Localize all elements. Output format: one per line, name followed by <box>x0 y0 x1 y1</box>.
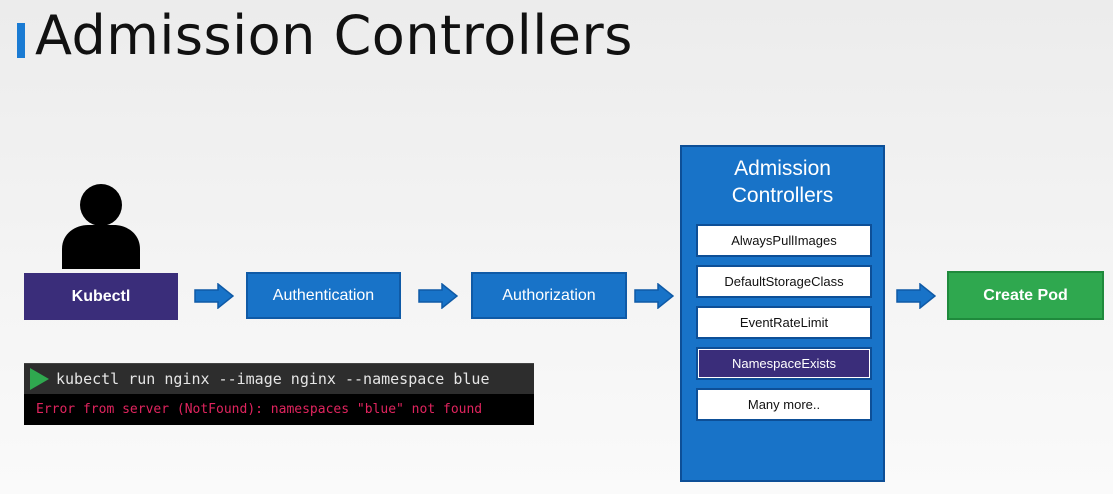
play-icon <box>30 368 49 390</box>
admission-item-always-pull-images: AlwaysPullImages <box>696 224 872 257</box>
authorization-box: Authorization <box>471 272 627 319</box>
arrow-right-icon <box>194 283 234 309</box>
admission-item-many-more: Many more.. <box>696 388 872 421</box>
terminal-error: Error from server (NotFound): namespaces… <box>36 402 483 417</box>
arrow-right-icon <box>896 283 936 309</box>
kubectl-box: Kubectl <box>24 273 178 320</box>
arrow-right-icon <box>634 283 674 309</box>
page-title: Admission Controllers <box>35 4 633 67</box>
admission-item-namespace-exists: NamespaceExists <box>696 347 872 380</box>
arrow-right-icon <box>418 283 458 309</box>
terminal-command-line: kubectl run nginx --image nginx --namesp… <box>24 363 534 395</box>
title-accent-bar <box>17 23 25 58</box>
terminal-output-line: Error from server (NotFound): namespaces… <box>24 394 534 425</box>
terminal-command: kubectl run nginx --image nginx --namesp… <box>56 370 490 388</box>
admission-item-event-rate-limit: EventRateLimit <box>696 306 872 339</box>
admission-controllers-panel: Admission Controllers AlwaysPullImages D… <box>680 145 885 482</box>
admission-item-default-storage-class: DefaultStorageClass <box>696 265 872 298</box>
create-pod-box: Create Pod <box>947 271 1104 320</box>
user-icon <box>62 184 140 269</box>
authentication-box: Authentication <box>246 272 401 319</box>
admission-controllers-title: Admission Controllers <box>731 157 834 207</box>
